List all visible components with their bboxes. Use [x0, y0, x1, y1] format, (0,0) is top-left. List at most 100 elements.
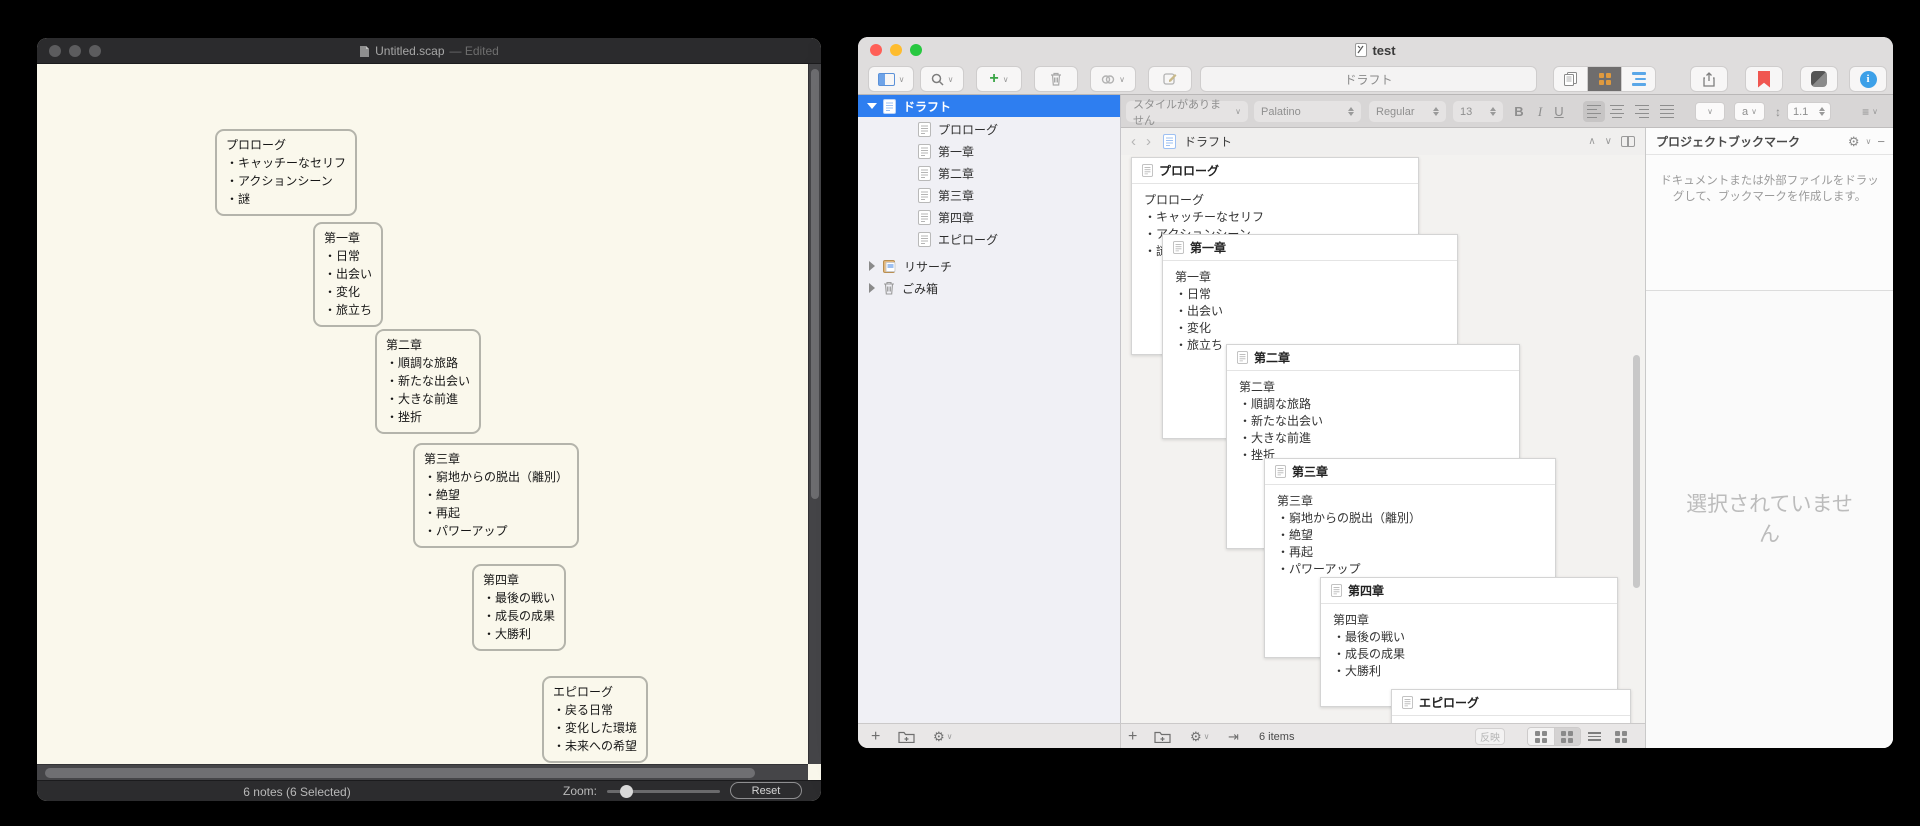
back-arrow-icon[interactable]: ‹: [1131, 133, 1136, 150]
text-color-well[interactable]: ∨: [1695, 102, 1725, 121]
close-button[interactable]: [870, 44, 882, 56]
align-left-button[interactable]: [1583, 101, 1605, 122]
line-spacing-dropdown[interactable]: 1.1: [1787, 102, 1831, 121]
stepper-icon: [1819, 107, 1825, 116]
grid-mode-segment[interactable]: [1528, 728, 1554, 745]
toolbar-path-field[interactable]: ドラフト: [1200, 66, 1537, 92]
underline-button[interactable]: U: [1554, 104, 1564, 119]
freeform-corkboard[interactable]: プロローグ プロローグ ・キャッチーなセリフ ・アクションシーン ・謎 第一章 …: [1121, 155, 1645, 723]
binder-item-draft[interactable]: ドラフト: [858, 95, 1120, 117]
highlight-button[interactable]: a∨: [1734, 102, 1765, 121]
binder-gear-menu[interactable]: ⚙∨: [933, 728, 953, 744]
editor-gear-menu[interactable]: ⚙∨: [1190, 728, 1210, 744]
zoom-slider[interactable]: [607, 785, 720, 798]
italic-button[interactable]: I: [1537, 103, 1543, 119]
zoom-window-button[interactable]: [89, 45, 101, 57]
binder-add-folder-button[interactable]: [898, 724, 915, 748]
share-button[interactable]: [1690, 66, 1728, 92]
chevron-down-icon[interactable]: ∨: [1865, 137, 1872, 146]
corkboard-view-segment[interactable]: [1587, 67, 1621, 91]
index-card-chapter4[interactable]: 第四章 第四章 ・最後の戦い ・成長の成果 ・大勝利: [1320, 577, 1618, 707]
card-size-button[interactable]: [1615, 724, 1627, 748]
stepper-icon: [1433, 107, 1439, 116]
align-right-button[interactable]: [1635, 101, 1649, 122]
binder-item-label: 第三章: [938, 188, 975, 203]
note-epilogue[interactable]: エピローグ ・戻る日常 ・変化した環境 ・未来への希望: [542, 676, 649, 763]
minimize-button[interactable]: [69, 45, 81, 57]
vertical-scrollbar[interactable]: [808, 64, 821, 764]
document-view-segment[interactable]: [1554, 67, 1587, 91]
note-count: 6 notes (6 Selected): [243, 784, 351, 799]
compose-button[interactable]: [1148, 66, 1192, 92]
note-chapter2[interactable]: 第二章 ・順調な旅路 ・新たな出会い ・大きな前進 ・挫折: [375, 329, 482, 434]
disclosure-down-icon[interactable]: [867, 103, 877, 109]
split-editor-icon[interactable]: [1621, 136, 1635, 147]
gear-icon[interactable]: ⚙: [1847, 133, 1860, 149]
zoom-window-button[interactable]: [910, 44, 922, 56]
commit-button[interactable]: 反映: [1475, 728, 1505, 745]
horizontal-scrollbar[interactable]: [37, 764, 808, 780]
style-dropdown[interactable]: スタイルがありません∨: [1126, 99, 1248, 127]
search-button[interactable]: ∨: [920, 66, 964, 92]
auto-load-toggle[interactable]: ⇥: [1228, 728, 1239, 744]
align-justify-button[interactable]: [1660, 101, 1674, 122]
document-icon: [1173, 241, 1184, 254]
toggle-binder-button[interactable]: ∨: [868, 66, 914, 92]
forward-arrow-icon[interactable]: ›: [1146, 133, 1151, 150]
binder-item-chapter2[interactable]: 第二章: [858, 162, 1120, 184]
index-card-epilogue[interactable]: エピローグ エピローグ ・戻る日常 ・変化した環境 ・未来への希望: [1391, 689, 1631, 723]
document-icon: [360, 45, 370, 57]
binder-add-button[interactable]: +: [871, 727, 881, 745]
scapple-titlebar[interactable]: Untitled.scap — Edited: [37, 38, 821, 64]
binder-item-label: 第一章: [938, 144, 975, 159]
scapple-canvas[interactable]: プロローグ ・キャッチーなセリフ ・アクションシーン ・謎 第一章 ・日常 ・出…: [37, 64, 821, 764]
compile-button[interactable]: [1800, 66, 1838, 92]
minimize-button[interactable]: [890, 44, 902, 56]
binder-editor-divider[interactable]: [1120, 95, 1121, 723]
reset-zoom-button[interactable]: Reset: [730, 782, 802, 799]
list-dropdown[interactable]: ≡∨: [1862, 104, 1878, 119]
outline-view-segment[interactable]: [1621, 67, 1655, 91]
bold-button[interactable]: B: [1514, 104, 1524, 119]
binder-item-research[interactable]: リサーチ: [858, 255, 1120, 277]
disclosure-right-icon[interactable]: [869, 261, 875, 271]
close-button[interactable]: [49, 45, 61, 57]
scrivener-titlebar[interactable]: test: [858, 37, 1893, 63]
align-center-button[interactable]: [1610, 101, 1624, 122]
horizontal-scrollbar-thumb[interactable]: [45, 768, 755, 778]
collapse-chevron-icon[interactable]: ∧: [1588, 136, 1596, 147]
inspector-toggle-button[interactable]: i: [1849, 66, 1887, 92]
expand-chevron-icon[interactable]: ∨: [1604, 136, 1612, 147]
chevron-down-icon: ∨: [1119, 74, 1125, 84]
editor-add-button[interactable]: +: [1128, 727, 1138, 745]
collapse-icon[interactable]: −: [1877, 134, 1885, 149]
vertical-scrollbar-thumb[interactable]: [811, 69, 819, 499]
binder-item-prologue[interactable]: プロローグ: [858, 118, 1120, 140]
editor-add-folder-button[interactable]: [1154, 724, 1171, 748]
note-prologue[interactable]: プロローグ ・キャッチーなセリフ ・アクションシーン ・謎: [215, 129, 358, 216]
font-weight-dropdown[interactable]: Regular: [1369, 101, 1446, 122]
binder-item-chapter4[interactable]: 第四章: [858, 206, 1120, 228]
binder-item-chapter1[interactable]: 第一章: [858, 140, 1120, 162]
disclosure-right-icon[interactable]: [869, 283, 875, 293]
freeform-mode-segment[interactable]: [1553, 728, 1580, 745]
binder-item-epilogue[interactable]: エピローグ: [858, 228, 1120, 250]
arrange-lines-button[interactable]: [1588, 724, 1601, 748]
link-button[interactable]: ∨: [1090, 66, 1136, 92]
inspector-divider[interactable]: [1646, 290, 1893, 291]
editor-scrollbar-thumb[interactable]: [1633, 355, 1640, 588]
card-title: 第二章: [1254, 351, 1291, 365]
note-chapter1[interactable]: 第一章 ・日常 ・出会い ・変化 ・旅立ち: [313, 222, 384, 327]
binder-item-chapter3[interactable]: 第三章: [858, 184, 1120, 206]
bookmark-button[interactable]: [1745, 66, 1783, 92]
zoom-slider-knob[interactable]: [620, 785, 633, 798]
add-item-button[interactable]: +∨: [976, 66, 1022, 92]
font-dropdown[interactable]: Palatino: [1254, 101, 1361, 122]
move-to-trash-button[interactable]: [1034, 66, 1078, 92]
note-chapter4[interactable]: 第四章 ・最後の戦い ・成長の成果 ・大勝利: [472, 564, 567, 651]
corkboard-mode-segmented-control: [1527, 727, 1581, 746]
binder-item-trash[interactable]: ごみ箱: [858, 277, 1120, 299]
font-size-dropdown[interactable]: 13: [1453, 101, 1503, 122]
note-chapter3[interactable]: 第三章 ・窮地からの脱出（離別） ・絶望 ・再起 ・パワーアップ: [413, 443, 580, 548]
note-body: ・戻る日常 ・変化した環境 ・未来への希望: [553, 703, 638, 753]
